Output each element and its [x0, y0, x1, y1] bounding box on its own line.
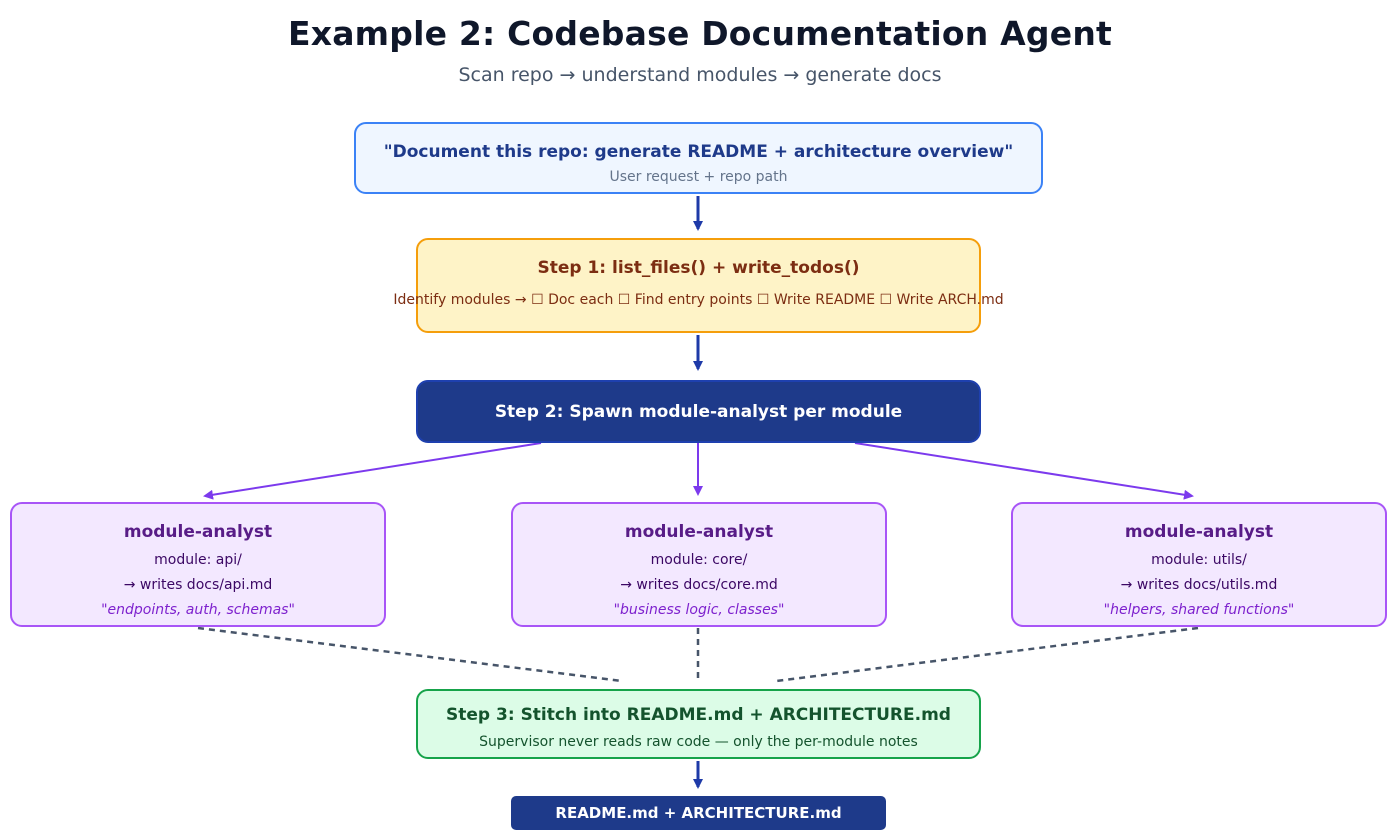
module-analyst-api-box: module-analyst module: api/ → writes doc…: [10, 502, 386, 627]
analyst-title: module-analyst: [1124, 522, 1274, 542]
analyst-title: module-analyst: [123, 522, 273, 542]
step1-box: Step 1: list_files() + write_todos() Ide…: [393, 238, 1004, 333]
analyst-note: "business logic, classes": [613, 602, 785, 618]
analyst-module: module: utils/: [1151, 552, 1247, 568]
step1-title: Step 1: list_files() + write_todos(): [537, 258, 860, 278]
dashed-api-to-step3: [197, 626, 623, 683]
output-box: README.md + ARCHITECTURE.md: [511, 796, 886, 830]
analyst-output-file: → writes docs/core.md: [620, 577, 778, 593]
step2-box: Step 2: Spawn module-analyst per module: [416, 380, 981, 443]
step1-detail: Identify modules → ☐ Doc each ☐ Find ent…: [393, 292, 1004, 308]
user-request-caption: User request + repo path: [609, 169, 788, 185]
step3-detail: Supervisor never reads raw code — only t…: [479, 734, 918, 750]
diagram-subtitle: Scan repo → understand modules → generat…: [458, 64, 942, 86]
analyst-output-file: → writes docs/utils.md: [1120, 577, 1278, 593]
arrow-step2-to-analyst-utils: [854, 442, 1194, 500]
dashed-utils-to-step3: [775, 626, 1199, 683]
analyst-module: module: api/: [154, 552, 242, 568]
analyst-module: module: core/: [650, 552, 748, 568]
analyst-note: "helpers, shared functions": [1103, 602, 1295, 618]
arrow-step2-to-analyst-api: [203, 442, 542, 500]
step2-title: Step 2: Spawn module-analyst per module: [494, 402, 903, 422]
module-analyst-core-box: module-analyst module: core/ → writes do…: [511, 502, 887, 627]
step3-title: Step 3: Stitch into README.md + ARCHITEC…: [446, 705, 951, 725]
user-request-text: "Document this repo: generate README + a…: [383, 142, 1014, 162]
analyst-title: module-analyst: [624, 522, 774, 542]
output-label: README.md + ARCHITECTURE.md: [555, 804, 842, 822]
module-analyst-utils-box: module-analyst module: utils/ → writes d…: [1011, 502, 1387, 627]
user-request-box: "Document this repo: generate README + a…: [354, 122, 1043, 194]
diagram-title: Example 2: Codebase Documentation Agent: [287, 14, 1112, 53]
analyst-note: "endpoints, auth, schemas": [101, 602, 295, 618]
analyst-output-file: → writes docs/api.md: [123, 577, 273, 593]
step3-box: Step 3: Stitch into README.md + ARCHITEC…: [416, 689, 981, 759]
